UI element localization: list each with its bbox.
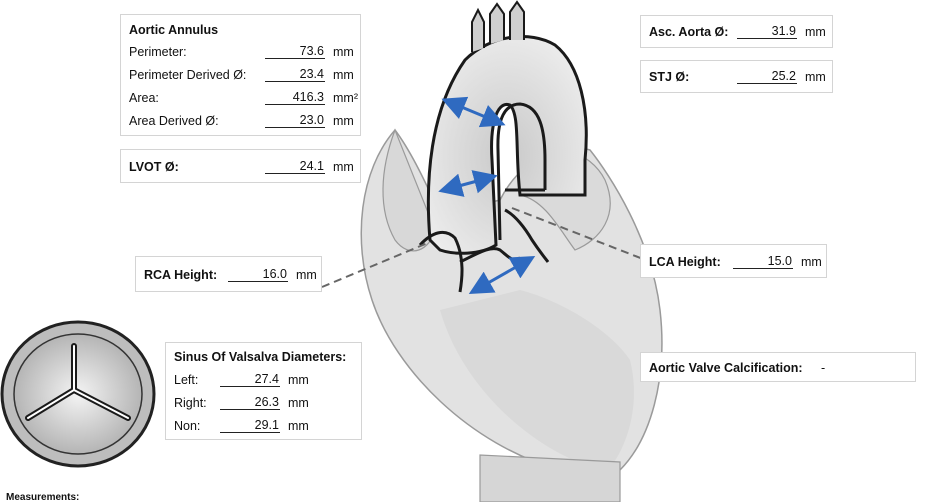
lca-height-panel: LCA Height: 15.0 mm [640,244,827,278]
stj-label: STJ Ø: [649,70,690,84]
sinus-non-value[interactable]: 29.1 [220,417,280,433]
branch-vessel-2 [489,2,505,44]
annulus-arrow [468,256,536,294]
asc-aorta-row: Asc. Aorta Ø: 31.9 mm [649,23,829,41]
sinus-left-value[interactable]: 27.4 [220,371,280,387]
lvot-value[interactable]: 24.1 [265,158,325,174]
sinus-title: Sinus Of Valsalva Diameters: [174,350,347,364]
measurements-footer: Measurements: [6,492,80,503]
sinus-left-row: Left: 27.4 mm [174,371,359,389]
ventricle-shade [440,290,634,465]
asc-aorta-value[interactable]: 31.9 [737,23,797,39]
rca-unit: mm [296,268,317,282]
lca-value[interactable]: 15.0 [733,253,793,269]
sinus-non-label: Non: [174,419,201,433]
asc-aorta-unit: mm [805,25,826,39]
right-atrium [382,128,436,252]
aortic-arch [426,35,588,255]
lca-label: LCA Height: [649,255,721,269]
lvot-label: LVOT Ø: [129,160,179,174]
calcification-panel: Aortic Valve Calcification: - [640,352,916,382]
area-derived-unit: mm [333,114,354,128]
rca-label: RCA Height: [144,268,218,282]
lvot-panel: LVOT Ø: 24.1 mm [120,149,361,183]
sinus-left-label: Left: [174,373,199,387]
lca-unit: mm [801,255,822,269]
arch-inner-wall [496,102,547,241]
perimeter-label: Perimeter: [129,45,187,59]
sinus-right-label: Right: [174,396,207,410]
sinus-right-unit: mm [288,396,309,410]
area-label: Area: [129,91,159,105]
aortic-annulus-title: Aortic Annulus [129,23,219,37]
area-derived-row: Area Derived Ø: 23.0 mm [129,112,357,130]
area-row: Area: 416.3 mm² [129,89,358,107]
perimeter-value[interactable]: 73.6 [265,43,325,59]
area-unit: mm² [333,91,358,105]
calcification-row: Aortic Valve Calcification: - [649,359,911,377]
rca-leader-line [321,241,431,288]
aortic-annulus-panel: Aortic Annulus Perimeter: 73.6 mm Perime… [120,14,361,136]
area-derived-value[interactable]: 23.0 [265,112,325,128]
asc-aorta-panel: Asc. Aorta Ø: 31.9 mm [640,15,833,48]
sinus-right-row: Right: 26.3 mm [174,394,359,412]
calcification-label: Aortic Valve Calcification: [649,361,803,375]
rca-height-panel: RCA Height: 16.0 mm [135,256,322,292]
sinus-left-unit: mm [288,373,309,387]
area-value[interactable]: 416.3 [265,89,325,105]
perimeter-derived-row: Perimeter Derived Ø: 23.4 mm [129,66,357,84]
stj-row: STJ Ø: 25.2 mm [649,68,829,86]
lca-row: LCA Height: 15.0 mm [649,253,824,271]
lca-leader-line [511,207,644,260]
perimeter-unit: mm [333,45,354,59]
stj-value[interactable]: 25.2 [737,68,797,84]
branch-vessel-3 [509,0,525,40]
rca-row: RCA Height: 16.0 mm [144,266,319,284]
sinus-right-value[interactable]: 26.3 [220,394,280,410]
vessel-base [479,454,621,502]
perimeter-derived-value[interactable]: 23.4 [265,66,325,82]
asc-aorta-label: Asc. Aorta Ø: [649,25,729,39]
aortic-valve-icon [0,320,156,468]
branch-vessel-1 [471,7,485,52]
area-derived-label: Area Derived Ø: [129,114,219,128]
lvot-unit: mm [333,160,354,174]
rca-value[interactable]: 16.0 [228,266,288,282]
perimeter-derived-label: Perimeter Derived Ø: [129,68,247,82]
sinus-of-valsalva-panel: Sinus Of Valsalva Diameters: Left: 27.4 … [165,342,362,440]
perimeter-derived-unit: mm [333,68,354,82]
stj-arrow [438,170,498,197]
calcification-value[interactable]: - [821,361,826,375]
stj-panel: STJ Ø: 25.2 mm [640,60,833,93]
stj-unit: mm [805,70,826,84]
lvot-row: LVOT Ø: 24.1 mm [129,158,357,176]
sinus-non-row: Non: 29.1 mm [174,417,359,435]
asc-aorta-arrow [441,96,506,128]
sinus-non-unit: mm [288,419,309,433]
perimeter-row: Perimeter: 73.6 mm [129,43,357,61]
